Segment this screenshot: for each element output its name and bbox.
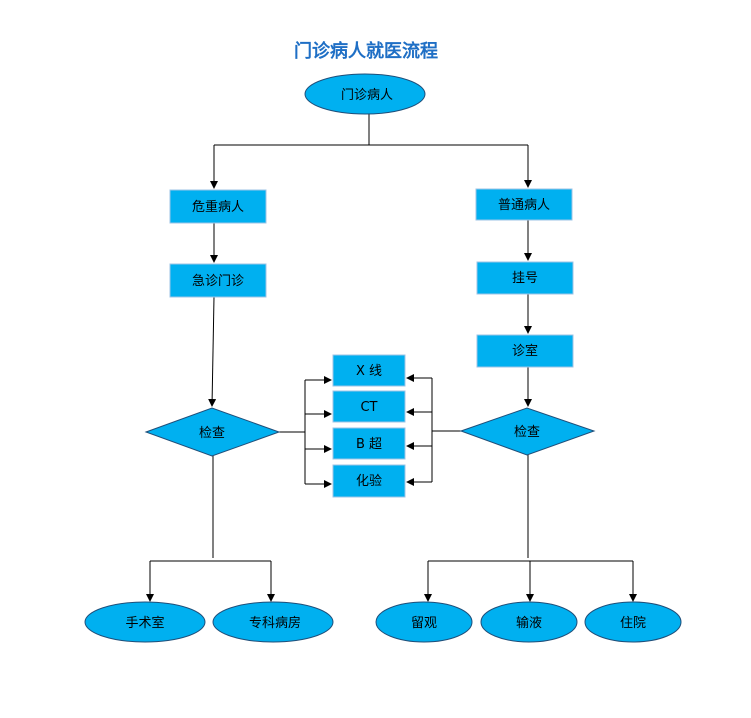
node-start-label: 门诊病人 — [341, 88, 393, 103]
node-clinic: 诊室 — [476, 334, 574, 368]
node-xray-label: X 线 — [356, 364, 382, 379]
node-surgery-label: 手术室 — [125, 615, 164, 631]
node-emergency-label: 急诊门诊 — [192, 274, 244, 289]
node-observe-label: 留观 — [411, 616, 437, 631]
node-exam-left: 检查 — [144, 407, 281, 457]
node-hospital: 住院 — [584, 601, 682, 643]
node-observe: 留观 — [375, 601, 473, 643]
node-normal-label: 普通病人 — [498, 198, 550, 213]
node-critical: 危重病人 — [169, 189, 267, 224]
node-register-label: 挂号 — [512, 271, 538, 286]
node-ct: CT — [332, 390, 406, 423]
diagram-title: 门诊病人就医流程 — [294, 40, 438, 62]
node-infusion: 输液 — [480, 601, 578, 643]
node-hospital-label: 住院 — [620, 616, 646, 631]
node-bscan: B 超 — [332, 427, 406, 460]
node-emergency: 急诊门诊 — [169, 263, 267, 298]
node-start: 门诊病人 — [304, 73, 426, 115]
node-normal: 普通病人 — [475, 188, 573, 221]
node-clinic-label: 诊室 — [512, 343, 538, 359]
node-ward-label: 专科病房 — [249, 615, 301, 631]
node-ward: 专科病房 — [212, 601, 334, 643]
connectors — [146, 113, 637, 602]
node-xray: X 线 — [332, 354, 406, 387]
node-ct-label: CT — [360, 400, 377, 415]
node-critical-label: 危重病人 — [192, 199, 244, 215]
node-exam-right: 检查 — [459, 407, 596, 456]
node-surgery: 手术室 — [84, 601, 206, 643]
node-exam-right-label: 检查 — [514, 425, 540, 440]
node-infusion-label: 输液 — [516, 615, 542, 631]
node-bscan-label: B 超 — [356, 437, 382, 452]
node-register: 挂号 — [476, 261, 574, 295]
node-lab: 化验 — [332, 464, 406, 498]
node-lab-label: 化验 — [356, 473, 382, 489]
arrow-emergency-to-exam — [208, 296, 217, 407]
node-exam-left-label: 检查 — [199, 426, 225, 441]
